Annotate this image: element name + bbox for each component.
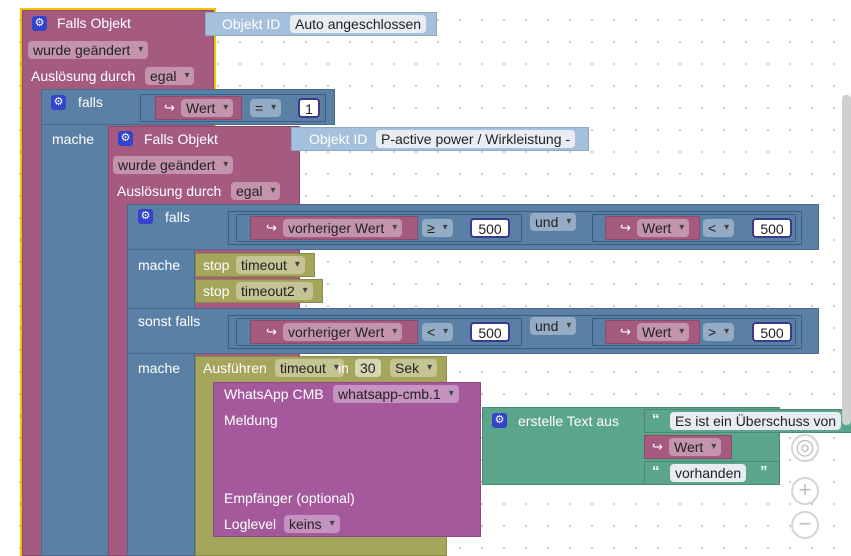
outer-trigger-title: Falls Objekt	[57, 15, 131, 31]
cond2-logic-dropdown[interactable]: und	[530, 317, 577, 335]
gear-icon[interactable]: ⚙	[138, 209, 153, 224]
exec-unit-dropdown[interactable]: Sek	[390, 359, 438, 377]
cond2-left-op-dropdown[interactable]: <	[422, 323, 454, 341]
whatsapp-recipient-label: Empfänger (optional)	[224, 490, 355, 506]
cond2-right-number[interactable]: 500	[752, 322, 792, 342]
stop-label: stop	[203, 257, 230, 273]
cond2-left-var-dropdown[interactable]: vorheriger Wert	[283, 323, 403, 341]
whatsapp-loglevel-label: Loglevel	[224, 516, 277, 532]
gear-icon[interactable]: ⚙	[32, 16, 47, 31]
cond1-logic-dropdown[interactable]: und	[530, 213, 577, 231]
variable-arrow-icon: ↪	[266, 324, 277, 339]
text2-field[interactable]: vorhanden	[670, 464, 747, 482]
inner-trigger-dropdown[interactable]: egal	[231, 182, 281, 200]
cond1-left-number[interactable]: 500	[470, 218, 510, 238]
exec-delay-field[interactable]: 30	[355, 359, 381, 377]
inner-changed-dropdown[interactable]: wurde geändert	[113, 156, 234, 174]
stop-timer2-dropdown[interactable]: timeout2	[236, 282, 313, 300]
vertical-scrollbar[interactable]	[842, 95, 851, 425]
quote-open-icon: “	[652, 463, 660, 480]
variable-arrow-icon: ↪	[620, 220, 631, 235]
exec-timer-dropdown[interactable]: timeout	[275, 359, 344, 377]
cond1-right-op-dropdown[interactable]: <	[703, 219, 735, 237]
cond2-left-number[interactable]: 500	[470, 322, 510, 342]
variable-arrow-icon: ↪	[266, 220, 277, 235]
outer-if-label: falls	[78, 94, 103, 110]
operator-dropdown[interactable]: =	[250, 99, 282, 117]
outer-trigger-dropdown[interactable]: egal	[145, 67, 195, 85]
outer-object-id-value[interactable]: Auto angeschlossen	[290, 15, 427, 33]
number-field[interactable]: 1	[298, 98, 320, 118]
variable-arrow-icon: ↪	[652, 439, 663, 454]
cond1-right-var-dropdown[interactable]: Wert	[637, 219, 690, 237]
quote-close-icon: ”	[760, 463, 768, 480]
text1-field[interactable]: Es ist ein Überschuss von	[670, 412, 842, 430]
cond1-left-var-dropdown[interactable]: vorheriger Wert	[283, 219, 403, 237]
outer-do-label: mache	[52, 131, 95, 147]
inner-object-id-label: Objekt ID	[309, 131, 368, 147]
cond1-right-number[interactable]: 500	[752, 218, 792, 238]
recenter-icon[interactable]: ◎	[791, 434, 819, 462]
gear-icon[interactable]: ⚙	[492, 413, 507, 428]
whatsapp-instance-dropdown[interactable]: whatsapp-cmb.1	[333, 385, 459, 403]
gear-icon[interactable]: ⚙	[118, 131, 133, 146]
outer-object-id-label: Objekt ID	[222, 16, 281, 32]
var-dropdown[interactable]: Wert	[181, 99, 234, 117]
variable-arrow-icon: ↪	[164, 100, 175, 115]
whatsapp-loglevel-dropdown[interactable]: keins	[284, 515, 340, 533]
inner-do1-label: mache	[138, 257, 181, 273]
zoom-in-icon[interactable]: +	[791, 477, 819, 505]
inner-if-label: falls	[165, 209, 190, 225]
outer-trigger-label: Auslösung durch	[31, 68, 136, 84]
inner-object-id-value[interactable]: P-active power / Wirkleistung -	[376, 130, 576, 148]
exec-run-label: Ausführen	[203, 360, 267, 376]
text-join-label: erstelle Text aus	[518, 413, 619, 429]
stop-label: stop	[203, 283, 230, 299]
whatsapp-title: WhatsApp CMB	[224, 386, 324, 402]
variable-arrow-icon: ↪	[620, 324, 631, 339]
inner-trigger-label: Auslösung durch	[117, 183, 222, 199]
cond1-left-op-dropdown[interactable]: ≥	[422, 219, 453, 237]
text-var-dropdown[interactable]: Wert	[669, 438, 722, 456]
inner-do2-label: mache	[138, 360, 181, 376]
inner-trigger-title: Falls Objekt	[144, 131, 218, 147]
whatsapp-block[interactable]	[213, 382, 481, 537]
zoom-out-icon[interactable]: −	[791, 511, 819, 539]
else-if-label: sonst falls	[138, 313, 201, 329]
gear-icon[interactable]: ⚙	[51, 95, 66, 110]
exec-in-label: in	[338, 360, 349, 376]
cond2-right-op-dropdown[interactable]: >	[703, 323, 735, 341]
quote-open-icon: “	[652, 411, 660, 428]
whatsapp-message-label: Meldung	[224, 412, 278, 428]
outer-changed-dropdown[interactable]: wurde geändert	[28, 41, 149, 59]
stop-timer1-dropdown[interactable]: timeout	[236, 256, 305, 274]
cond2-right-var-dropdown[interactable]: Wert	[637, 323, 690, 341]
